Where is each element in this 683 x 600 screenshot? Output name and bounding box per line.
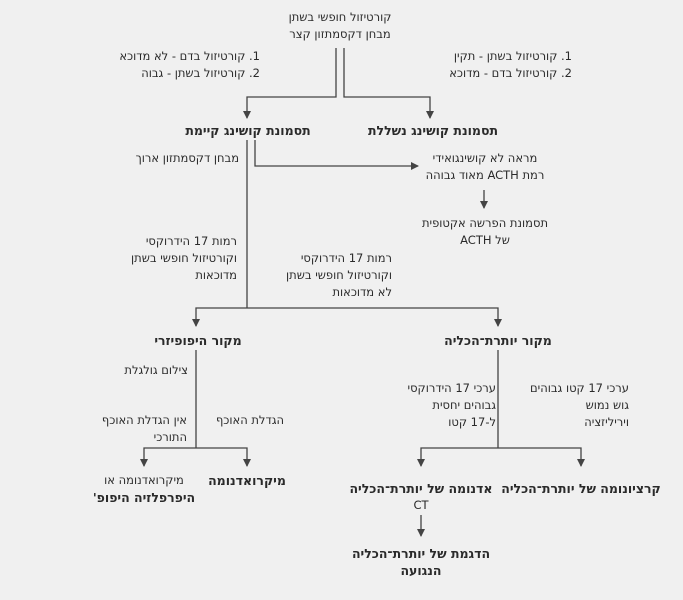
node-microadenoma-or-hyperplasia: מיקרואדנומה או היפרפלזיה היפופ' — [74, 472, 214, 506]
node-cushing-excluded: תסמונת קושינג נשללת — [368, 123, 498, 138]
ct-label: CT — [413, 498, 429, 512]
criteria-not-suppressed: רמות 17 הידרוקסי וקורטיזול חופשי בשתן לא… — [262, 250, 392, 301]
suppressed-line-3: מדוכאות — [195, 268, 237, 282]
high-acth-label: רמת ACTH מאוד גבוהה — [425, 168, 545, 182]
not-suppressed-line-3: לא מדוכאות — [332, 285, 392, 299]
criteria-adrenal-adenoma: ערכי 17 הידרוקסי גבוהים יחסית ל-17 קטו — [382, 380, 496, 431]
microadenoma-or-label: מיקרואדנומה או — [104, 473, 184, 487]
connector-exists-to-acth — [254, 140, 419, 170]
short-dexamethasone-label: מבחן דקסמתזון קצר — [289, 27, 391, 41]
criteria-excluded-line-2: 2. קורטיזול בדם - מדוכא — [449, 66, 572, 80]
imaging-line-1: הדגמת של יותרת־הכליה — [351, 546, 491, 561]
connector-pituitary-right — [196, 447, 251, 467]
connector-adrenal-right — [498, 447, 585, 467]
non-cushingoid-label: מראה לא קושינגואידי — [432, 151, 538, 165]
node-cushing-exists: תסמונת קושינג קיימת — [185, 123, 311, 138]
adrenal-carcinoma-crit-line-2: גוש נמוש — [585, 398, 629, 412]
node-adrenal-imaging: הדגמת של יותרת־הכליה הנגועה — [336, 545, 506, 579]
criteria-no-sella-enlargement: אין הגדלת האוכף התורכי — [85, 412, 187, 446]
node-high-acth: מראה לא קושינגואידי רמת ACTH מאוד גבוהה — [420, 150, 550, 184]
suppressed-line-2: וקורטיזול חופשי בשתן — [131, 251, 237, 265]
no-sella-line-1: אין הגדלת האוכף — [101, 413, 187, 427]
criteria-cushing-exists: 1. קורטיזול בדם - לא מדוכא 2. קורטיזול ב… — [88, 48, 260, 82]
criteria-suppressed: רמות 17 הידרוקסי וקורטיזול חופשי בשתן מד… — [112, 233, 237, 284]
adrenal-adenoma-crit-line-1: ערכי 17 הידרוקסי — [407, 381, 496, 395]
node-adrenal-source: מקור יותרת־הכליה — [444, 333, 552, 348]
not-suppressed-line-2: וקורטיזול חופשי בשתן — [286, 268, 392, 282]
adrenal-carcinoma-crit-line-3: ויריליזציה — [584, 415, 629, 429]
criteria-cushing-excluded: 1. קורטיזול בשתן - תקין 2. קורטיזול בדם … — [402, 48, 572, 82]
node-pituitary-source: מקור היפופיזרי — [154, 333, 242, 348]
long-dexamethasone-label: מבחן דקסמתזון ארוך — [135, 151, 239, 165]
imaging-line-2: הנגועה — [400, 563, 442, 578]
criteria-adrenal-carcinoma: ערכי 17 קטו גבוהים גוש נמוש ויריליזציה — [505, 380, 629, 431]
node-adrenal-carcinoma: קרציונומה של יותרת־הכליה — [501, 481, 661, 496]
adrenal-adenoma-label: אדנומה של יותרת־הכליה — [349, 481, 493, 496]
criteria-sella-enlargement: הגדלת האוכף — [215, 413, 284, 427]
node-microadenoma: מיקרואדנומה — [208, 473, 286, 488]
criteria-exists-line-2: 2. קורטיזול בשתן - גבוה — [141, 66, 260, 80]
adrenal-adenoma-crit-line-2: גבוהים יחסית — [432, 398, 496, 412]
adrenal-carcinoma-crit-line-1: ערכי 17 קטו גבוהים — [530, 381, 629, 395]
connector-adrenal-left — [417, 447, 498, 467]
ectopic-acth-label: של ACTH — [460, 233, 510, 247]
suppressed-line-1: רמות 17 הידרוקסי — [145, 234, 237, 248]
node-urine-cortisol: קורטיזול חופשי בשתן מבחן דקסמתזון קצר — [276, 9, 404, 43]
node-adrenal-adenoma: אדנומה של יותרת־הכליה CT — [341, 480, 501, 514]
connector-top-left — [243, 48, 337, 119]
adrenal-adenoma-crit-line-3: ל-17 קטו — [448, 415, 496, 429]
urine-cortisol-label: קורטיזול חופשי בשתן — [288, 10, 392, 24]
pituitary-hyperplasia-label: היפרפלזיה היפופ' — [92, 490, 196, 505]
node-ectopic-acth: תסמונת הפרשה אקטופית של ACTH — [420, 215, 550, 249]
connector-top-right — [343, 48, 434, 119]
ectopic-label: תסמונת הפרשה אקטופית — [421, 216, 549, 230]
no-sella-line-2: התורכי — [153, 430, 187, 444]
criteria-exists-line-1: 1. קורטיזול בדם - לא מדוכא — [119, 49, 260, 63]
connector-pituitary-left — [140, 447, 196, 467]
skull-xray-label: צילום גולגלת — [124, 363, 188, 377]
connector-split-right — [247, 307, 502, 327]
not-suppressed-line-1: רמות 17 הידרוקסי — [300, 251, 392, 265]
connector-split-left — [192, 307, 247, 327]
criteria-excluded-line-1: 1. קורטיזול בשתן - תקין — [453, 49, 572, 63]
